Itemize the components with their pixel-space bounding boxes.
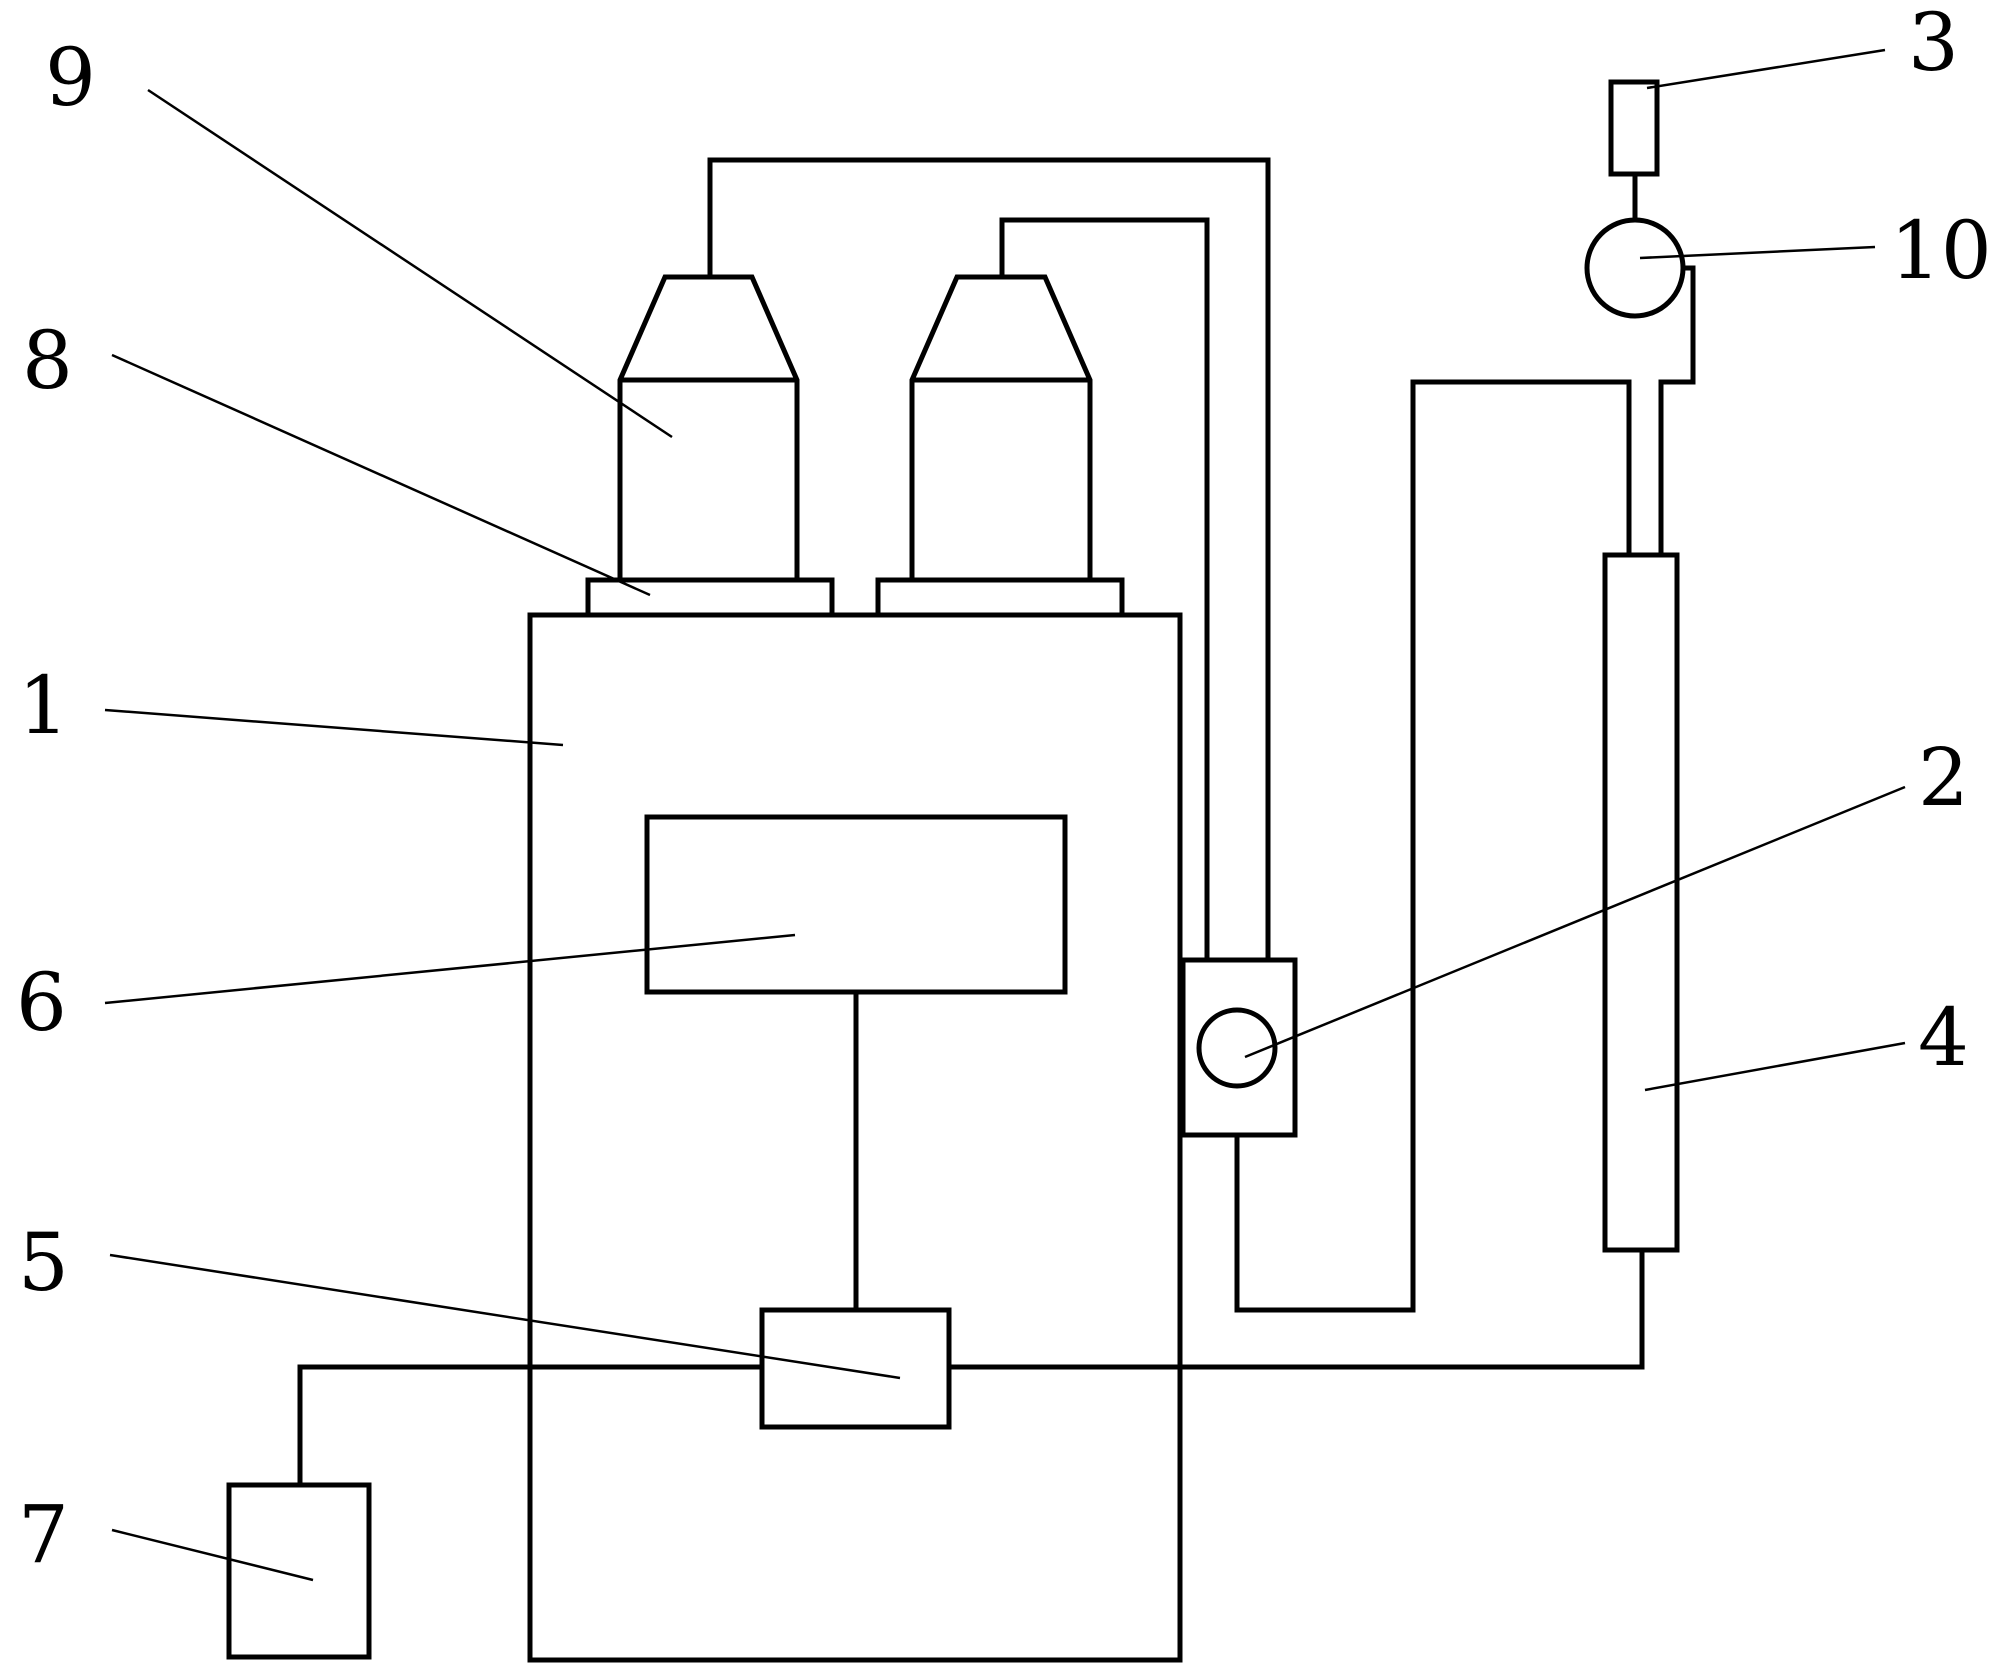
bottle-right <box>912 277 1090 580</box>
nozzle <box>1611 82 1657 174</box>
label-8: 8 <box>22 314 73 407</box>
label-4: 4 <box>1918 991 1969 1084</box>
label-3: 3 <box>1908 0 1959 89</box>
pipe-tube-to-valve <box>1661 268 1693 555</box>
label-9: 9 <box>45 31 96 124</box>
label-7: 7 <box>18 1488 69 1581</box>
pipe-pump-to-tube <box>1237 382 1629 1310</box>
leader-5 <box>110 1255 900 1378</box>
leader-10 <box>1640 247 1875 258</box>
power-unit <box>229 1485 369 1657</box>
tube-column <box>1605 555 1677 1250</box>
label-5: 5 <box>18 1216 69 1309</box>
controller-box <box>762 1310 949 1427</box>
leader-9 <box>148 90 672 437</box>
leader-1 <box>105 710 563 745</box>
leader-7 <box>112 1530 313 1580</box>
bottle-base-left <box>588 580 832 615</box>
valve <box>1587 220 1683 316</box>
bottle-left <box>620 277 797 580</box>
leader-3 <box>1647 50 1885 88</box>
leader-4 <box>1645 1043 1905 1090</box>
leader-2 <box>1245 787 1905 1057</box>
display-panel <box>647 817 1065 992</box>
label-2: 2 <box>1918 731 1969 824</box>
label-6: 6 <box>16 956 67 1049</box>
pipe-left-bottle-to-pump <box>710 160 1268 960</box>
label-10: 10 <box>1890 204 1992 297</box>
label-1: 1 <box>18 659 69 752</box>
pipe-right-bottle-to-pump <box>1002 220 1207 960</box>
pump-rotor <box>1199 1010 1275 1086</box>
leader-8 <box>112 355 650 595</box>
bottle-base-right <box>878 580 1122 615</box>
